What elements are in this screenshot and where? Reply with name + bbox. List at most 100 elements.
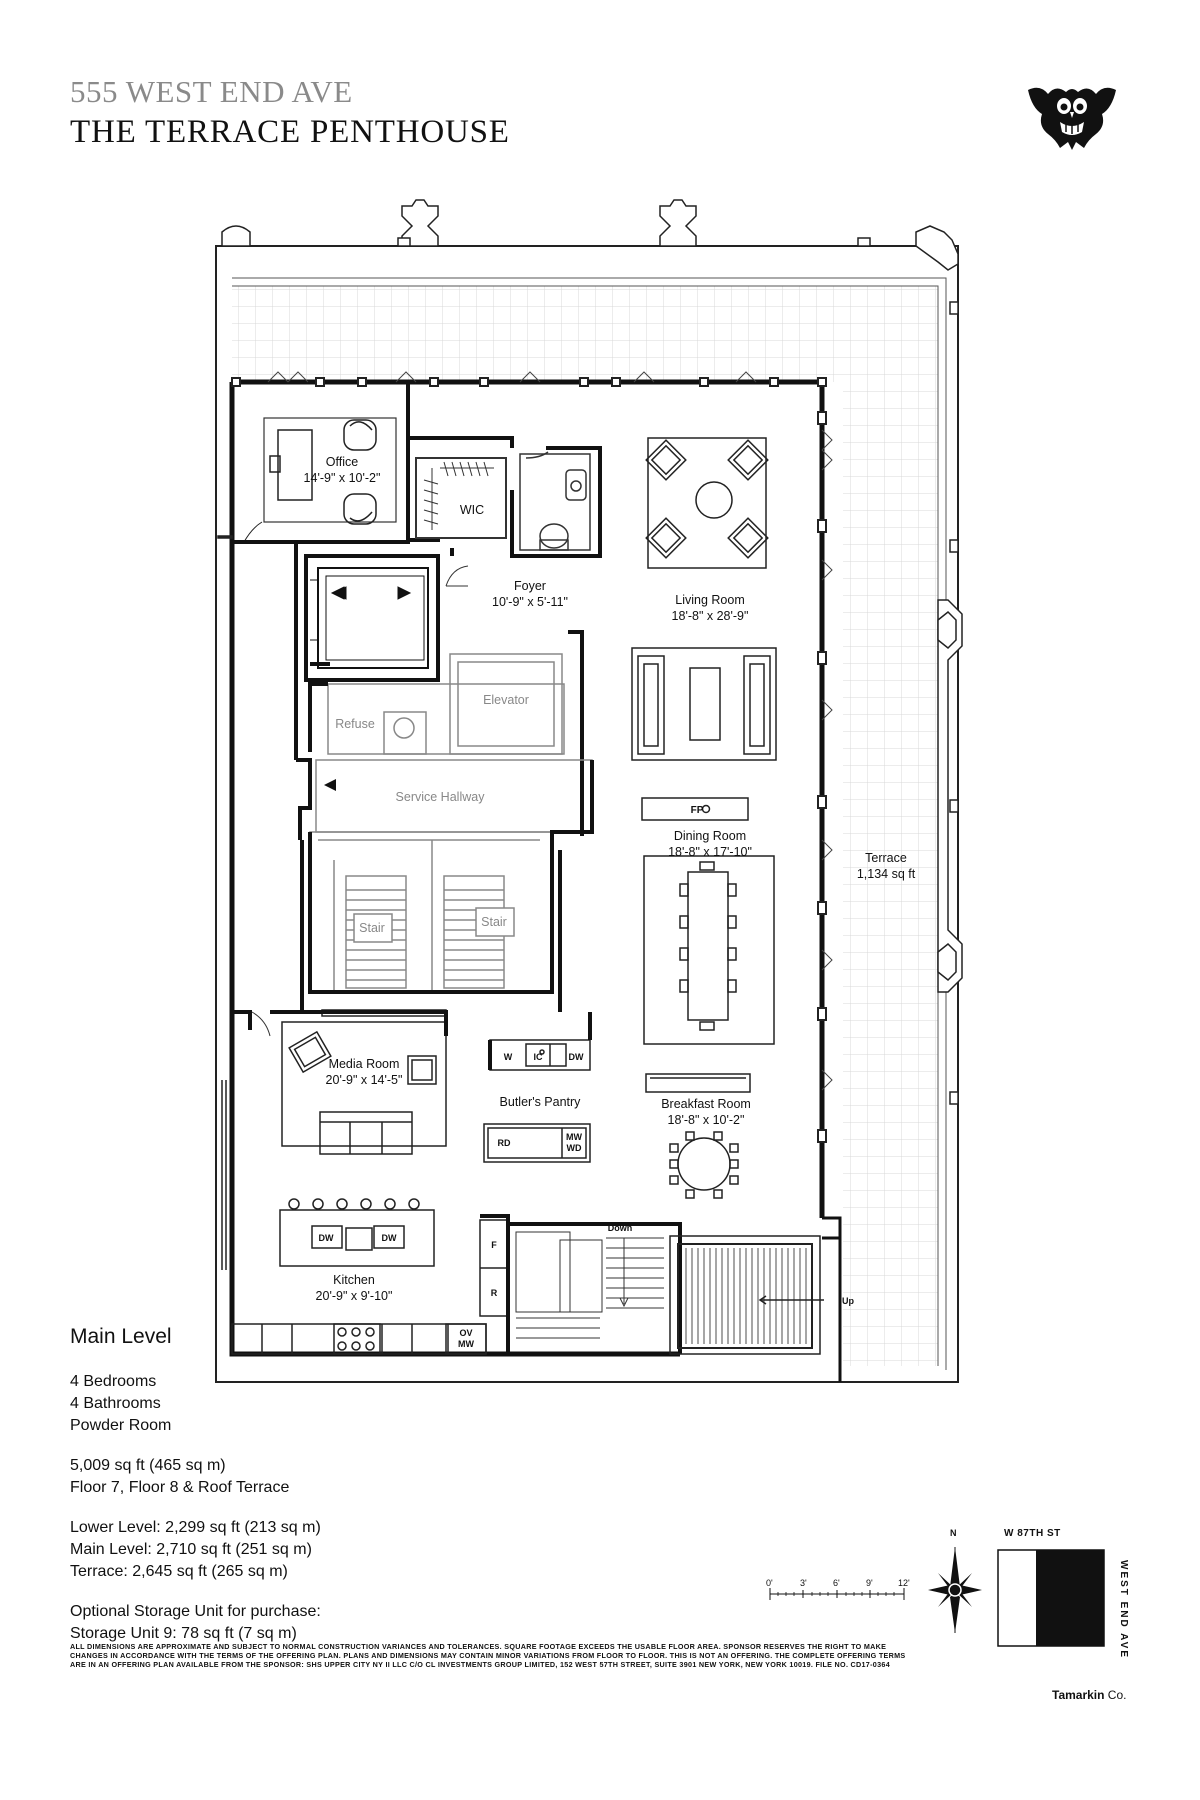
dining-furniture bbox=[643, 855, 775, 1045]
windows-right bbox=[817, 411, 827, 1143]
living-label: Living Room bbox=[675, 593, 744, 607]
oven-label: OV bbox=[459, 1328, 472, 1338]
breakfast-dims: 18'-8" x 10'-2" bbox=[668, 1113, 745, 1127]
dishwasher-pantry-label: DW bbox=[569, 1052, 584, 1062]
stairs-down-label: Down bbox=[608, 1223, 633, 1233]
terrace-area: 1,134 sq ft bbox=[857, 867, 916, 881]
dw-right-label: DW bbox=[382, 1233, 397, 1243]
scale-mark-0: 0' bbox=[766, 1578, 773, 1588]
terrace-area-total: Terrace: 2,645 sq ft (265 sq m) bbox=[70, 1563, 288, 1580]
legal-disclaimer: ALL DIMENSIONS ARE APPROXIMATE AND SUBJE… bbox=[70, 1642, 906, 1669]
elevator-label: Elevator bbox=[483, 693, 529, 707]
windows-left bbox=[217, 535, 233, 1270]
powder-room: Powder Room bbox=[70, 1417, 172, 1434]
key-plan bbox=[997, 1549, 1105, 1647]
kitchen-walls bbox=[480, 1214, 682, 1356]
living-room-furniture bbox=[631, 437, 777, 761]
icemaker-label: IC bbox=[534, 1052, 544, 1062]
service-hallway-label: Service Hallway bbox=[396, 790, 486, 804]
street-w87: W 87TH ST bbox=[1004, 1528, 1061, 1539]
fireplace-label: FP bbox=[691, 805, 704, 816]
arrow-icons bbox=[332, 586, 347, 600]
lower-level-area: Lower Level: 2,299 sq ft (213 sq m) bbox=[70, 1519, 321, 1536]
scale-mark-6: 6' bbox=[833, 1578, 840, 1588]
terrace-label: Terrace bbox=[865, 851, 907, 865]
scale-bar bbox=[769, 1588, 905, 1600]
main-level-area: Main Level: 2,710 sq ft (251 sq m) bbox=[70, 1541, 312, 1558]
fridge-label: F bbox=[491, 1240, 497, 1250]
wic bbox=[415, 457, 507, 539]
brand-name: Tamarkin bbox=[1052, 1688, 1105, 1702]
level-title: Main Level bbox=[70, 1325, 172, 1348]
elevator-lobby bbox=[304, 554, 440, 682]
service-core bbox=[309, 653, 593, 992]
mw-kitchen-label: MW bbox=[458, 1339, 474, 1349]
stairs-down bbox=[515, 1231, 664, 1339]
breakfast-furniture bbox=[645, 1073, 751, 1199]
foyer-label: Foyer bbox=[514, 579, 546, 593]
bedrooms: 4 Bedrooms bbox=[70, 1373, 157, 1390]
media-label: Media Room bbox=[329, 1057, 400, 1071]
brand-credit: Tamarkin Co. bbox=[1052, 1688, 1126, 1702]
kitchen bbox=[231, 1198, 509, 1355]
windows-top bbox=[231, 377, 827, 387]
media-dims: 20'-9" x 14'-5" bbox=[326, 1073, 403, 1087]
corridor-walls bbox=[232, 542, 584, 1030]
floors: Floor 7, Floor 8 & Roof Terrace bbox=[70, 1479, 290, 1496]
foyer-door bbox=[445, 565, 469, 587]
office-label: Office bbox=[326, 455, 358, 469]
dining-label: Dining Room bbox=[674, 829, 746, 843]
fixture-labels: W IC DW RD MW WD DW DW F R OV MW Down Up bbox=[319, 1052, 855, 1349]
bathrooms: 4 Bathrooms bbox=[70, 1395, 161, 1412]
stair-2-label: Stair bbox=[481, 915, 507, 929]
owl-logo-icon bbox=[1028, 87, 1116, 150]
powder-room bbox=[519, 451, 591, 551]
mw-label: MW bbox=[566, 1132, 582, 1142]
washer-label: W bbox=[504, 1052, 513, 1062]
room-labels: Office 14'-9" x 10'-2" WIC Foyer 10'-9" … bbox=[304, 455, 916, 1303]
stairs-up bbox=[669, 1235, 824, 1355]
window-swings-top bbox=[267, 371, 757, 383]
stair-1-label: Stair bbox=[359, 921, 385, 935]
brand-suffix: Co. bbox=[1104, 1688, 1127, 1702]
office-walls bbox=[232, 382, 602, 558]
compass-rose-icon bbox=[928, 1547, 982, 1633]
kitchen-label: Kitchen bbox=[333, 1273, 375, 1287]
scale-mark-12: 12' bbox=[898, 1578, 910, 1588]
unit-info: Main Level 4 Bedrooms 4 Bathrooms Powder… bbox=[70, 1325, 321, 1645]
breakfast-label: Breakfast Room bbox=[661, 1097, 751, 1111]
foyer-dims: 10'-9" x 5'-11" bbox=[492, 595, 568, 609]
kitchen-dims: 20'-9" x 9'-10" bbox=[316, 1289, 393, 1303]
outer-terrace bbox=[215, 245, 959, 1383]
range-label: R bbox=[491, 1288, 498, 1298]
total-area: 5,009 sq ft (465 sq m) bbox=[70, 1457, 226, 1474]
office-dims: 14'-9" x 10'-2" bbox=[304, 471, 381, 485]
butler-label: Butler's Pantry bbox=[500, 1095, 582, 1109]
fireplace bbox=[641, 797, 749, 821]
compass-north-label: N bbox=[950, 1528, 957, 1538]
pantry-walls bbox=[488, 1012, 592, 1070]
column-bays bbox=[937, 599, 963, 993]
scale-mark-9: 9' bbox=[866, 1578, 873, 1588]
service-walls bbox=[308, 662, 594, 994]
stairs-walls bbox=[822, 1216, 842, 1382]
header: 555 WEST END AVE THE TERRACE PENTHOUSE bbox=[70, 72, 510, 152]
scale-mark-3: 3' bbox=[800, 1578, 807, 1588]
living-dims: 18'-8" x 28'-9" bbox=[672, 609, 749, 623]
butlers-pantry bbox=[483, 1039, 591, 1163]
dining-dims: 18'-8" x 17'-10" bbox=[668, 845, 752, 859]
stairs-up-label: Up bbox=[842, 1296, 854, 1306]
window-swings-right bbox=[821, 429, 833, 1091]
media-walls bbox=[232, 1010, 448, 1036]
building-address: 555 WEST END AVE bbox=[70, 74, 353, 109]
wd-label: WD bbox=[567, 1143, 582, 1153]
wic-label: WIC bbox=[460, 503, 484, 517]
unit-title: THE TERRACE PENTHOUSE bbox=[70, 114, 510, 150]
dw-left-label: DW bbox=[319, 1233, 334, 1243]
corridor-door bbox=[251, 1011, 271, 1037]
service-arrow-icon bbox=[324, 779, 336, 791]
street-west-end-ave: WEST END AVE bbox=[1118, 1560, 1129, 1660]
rd-label: RD bbox=[498, 1138, 511, 1148]
storage-unit: Storage Unit 9: 78 sq ft (7 sq m) bbox=[70, 1625, 297, 1642]
